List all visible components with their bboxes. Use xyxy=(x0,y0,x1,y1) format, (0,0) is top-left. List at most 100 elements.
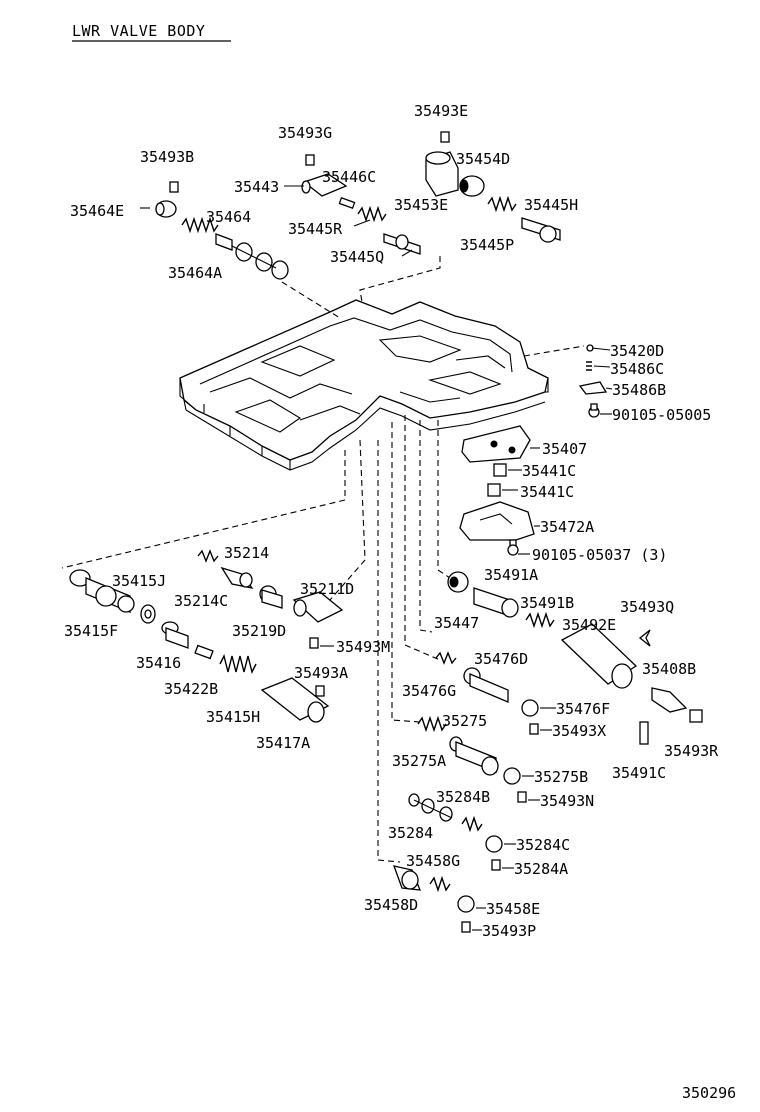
label-35493N: 35493N xyxy=(540,792,594,810)
label-35415H: 35415H xyxy=(206,708,260,726)
part-35493P-plug xyxy=(461,921,471,933)
label-90105-05005: 90105-05005 xyxy=(612,406,711,424)
label-leader-lines xyxy=(140,185,613,931)
part-35491A-valve xyxy=(473,587,519,618)
part-35476G-spring xyxy=(435,651,457,665)
label-35445R: 35445R xyxy=(288,220,343,238)
label-35476F: 35476F xyxy=(556,700,610,718)
label-35441C-a: 35441C xyxy=(522,462,576,480)
part-35493N-plug xyxy=(517,791,527,803)
label-35493Q: 35493Q xyxy=(620,598,674,616)
label-35493X: 35493X xyxy=(552,722,606,740)
label-35275: 35275 xyxy=(442,712,487,730)
part-35275A-spring xyxy=(417,715,447,733)
part-35219D-valve xyxy=(259,585,283,609)
label-35492E: 35492E xyxy=(562,616,616,634)
part-35447-sleeve xyxy=(447,571,469,593)
part-35416-valve xyxy=(161,621,189,649)
diagram-title: LWR VALVE BODY xyxy=(72,22,205,40)
part-35486B xyxy=(578,381,608,395)
label-35219D: 35219D xyxy=(232,622,286,640)
part-35407-plate xyxy=(461,425,531,463)
label-35445H: 35445H xyxy=(524,196,578,214)
label-35415J: 35415J xyxy=(112,572,166,590)
label-35441C-b: 35441C xyxy=(520,483,574,501)
label-35493B: 35493B xyxy=(140,148,194,166)
label-35491B: 35491B xyxy=(520,594,574,612)
label-35486C: 35486C xyxy=(610,360,664,378)
label-35493G: 35493G xyxy=(278,124,332,142)
label-35407: 35407 xyxy=(542,440,587,458)
label-35453E: 35453E xyxy=(394,196,448,214)
part-35275-valve xyxy=(449,736,499,776)
part-35417A-sleeve xyxy=(260,677,330,723)
part-35214C-spring xyxy=(197,549,219,563)
part-35464A-spring xyxy=(181,216,219,234)
part-35453E-sleeve xyxy=(425,151,459,197)
label-35454D: 35454D xyxy=(456,150,510,168)
part-35476F xyxy=(521,699,539,717)
part-90105-05037-bolt xyxy=(507,539,519,556)
label-35447: 35447 xyxy=(434,614,479,632)
label-35491A: 35491A xyxy=(484,566,538,584)
label-35493A: 35493A xyxy=(294,664,348,682)
part-35493Q-clip xyxy=(638,629,651,647)
label-35458E: 35458E xyxy=(486,900,540,918)
part-35493B-plug xyxy=(169,181,179,193)
part-35454D-sleeve xyxy=(459,175,485,197)
part-35441C-lower xyxy=(487,483,501,497)
part-35493R-plug xyxy=(689,709,703,723)
part-35464-valve xyxy=(215,233,289,280)
label-35420D: 35420D xyxy=(610,342,664,360)
label-35422B: 35422B xyxy=(164,680,218,698)
label-35284A: 35284A xyxy=(514,860,568,878)
part-35493X-plug xyxy=(529,723,539,735)
part-35493M-plug xyxy=(309,637,319,649)
part-35458D-valve xyxy=(392,865,422,891)
assembly-dashed-lines xyxy=(61,256,585,863)
part-35491C-pin xyxy=(639,721,649,745)
part-35464E-sleeve xyxy=(155,200,177,218)
part-35284B-spring xyxy=(461,815,483,833)
label-35472A: 35472A xyxy=(540,518,594,536)
label-35275A: 35275A xyxy=(392,752,446,770)
label-35476D: 35476D xyxy=(474,650,528,668)
label-35491C: 35491C xyxy=(612,764,666,782)
label-35458D: 35458D xyxy=(364,896,418,914)
label-35476G: 35476G xyxy=(402,682,456,700)
label-35486B: 35486B xyxy=(612,381,666,399)
part-35284C xyxy=(485,835,503,853)
part-35458E xyxy=(457,895,475,913)
label-35458G: 35458G xyxy=(406,852,460,870)
label-35214C: 35214C xyxy=(174,592,228,610)
label-35446C: 35446C xyxy=(322,168,376,186)
label-35416: 35416 xyxy=(136,654,181,672)
part-35446C-pin xyxy=(338,196,356,210)
label-35445Q: 35445Q xyxy=(330,248,384,266)
part-35486C-spring xyxy=(586,361,592,371)
figure-number: 350296 xyxy=(682,1084,736,1102)
label-35493R: 35493R xyxy=(664,742,719,760)
part-35445P-spring xyxy=(487,195,517,213)
part-90105-05005-bolt xyxy=(588,403,600,418)
label-35493M: 35493M xyxy=(336,638,390,656)
label-35493E: 35493E xyxy=(414,102,468,120)
part-35445R-spring xyxy=(357,205,387,223)
label-35408B: 35408B xyxy=(642,660,696,678)
label-90105-05037: 90105-05037 (3) xyxy=(532,546,667,564)
label-35284C: 35284C xyxy=(516,836,570,854)
part-35445H-valve xyxy=(521,217,561,243)
part-35415J-ring xyxy=(140,604,156,624)
label-35464A: 35464A xyxy=(168,264,222,282)
part-35415F-valve xyxy=(69,569,135,613)
part-35211D-sleeve xyxy=(292,591,344,623)
label-35211D: 35211D xyxy=(300,580,354,598)
label-35493P: 35493P xyxy=(482,922,536,940)
part-35415H-spring xyxy=(219,653,257,675)
part-35275B xyxy=(503,767,521,785)
label-35445P: 35445P xyxy=(460,236,514,254)
label-35275B: 35275B xyxy=(534,768,588,786)
label-35417A: 35417A xyxy=(256,734,310,752)
label-35464E: 35464E xyxy=(70,202,124,220)
